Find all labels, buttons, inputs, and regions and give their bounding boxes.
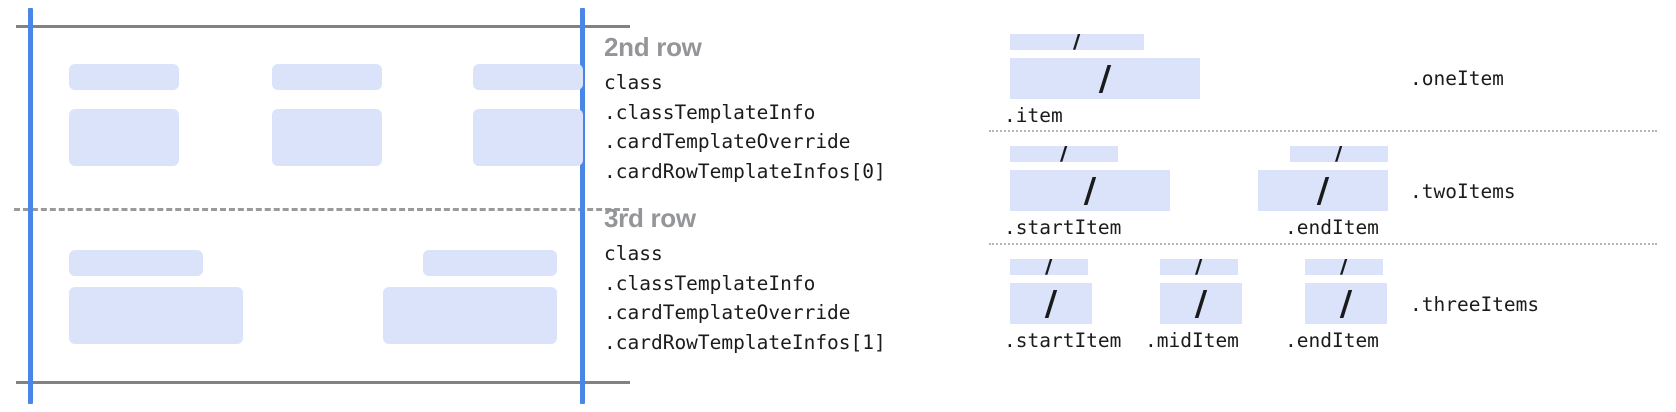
row-code-line: .classTemplateInfo bbox=[604, 100, 816, 124]
row-code-line: .classTemplateInfo bbox=[604, 271, 816, 295]
slash-icon: / bbox=[1072, 34, 1082, 50]
slash-icon: / bbox=[1083, 170, 1097, 211]
row-description-2nd: 2nd row class .classTemplateInfo .cardTe… bbox=[604, 32, 886, 186]
card-top-rule bbox=[16, 25, 630, 28]
variant-cell-label-bar: / bbox=[1010, 34, 1144, 50]
row-title: 2nd row bbox=[604, 32, 702, 62]
variant-cell-label-bar: / bbox=[1305, 259, 1383, 275]
variant-cell-label-bar: / bbox=[1010, 146, 1118, 162]
card-left-guide bbox=[28, 8, 33, 404]
placeholder-content-box bbox=[69, 287, 243, 344]
slash-icon: / bbox=[1044, 283, 1058, 324]
variant-cell-content-box: / bbox=[1160, 283, 1242, 324]
variant-name-label: .twoItems bbox=[1410, 180, 1516, 203]
variant-name-label: .threeItems bbox=[1410, 293, 1540, 316]
card-row-diagram bbox=[0, 0, 630, 412]
variant-cell-content-box: / bbox=[1010, 58, 1200, 99]
row-code-line: .cardRowTemplateInfos[0] bbox=[604, 159, 886, 183]
row-code-line: class bbox=[604, 71, 663, 94]
variant-separator bbox=[989, 243, 1657, 245]
placeholder-content-box bbox=[383, 287, 557, 344]
slash-icon: / bbox=[1194, 283, 1208, 324]
row-code-line: .cardRowTemplateInfos[1] bbox=[604, 330, 886, 354]
placeholder-content-box bbox=[272, 109, 382, 166]
variant-cell-label-bar: / bbox=[1290, 146, 1388, 162]
placeholder-label-bar bbox=[423, 250, 557, 276]
variant-cell-caption: .midItem bbox=[1145, 329, 1239, 352]
variant-cell-caption: .startItem bbox=[1004, 329, 1122, 352]
placeholder-content-box bbox=[473, 109, 583, 166]
row-code-line: .cardTemplateOverride bbox=[604, 301, 851, 324]
variant-cell-label-bar: / bbox=[1010, 259, 1088, 275]
row-variants-panel: / / .item .oneItem / / .startItem / / .e… bbox=[985, 0, 1676, 412]
row-code-line: class bbox=[604, 242, 663, 265]
row-code-line: .cardTemplateOverride bbox=[604, 130, 851, 153]
slash-icon: / bbox=[1334, 146, 1344, 162]
variant-cell-caption: .endItem bbox=[1285, 329, 1379, 352]
slash-icon: / bbox=[1059, 146, 1069, 162]
row-description-3rd: 3rd row class .classTemplateInfo .cardTe… bbox=[604, 203, 886, 357]
variant-cell-caption: .startItem bbox=[1004, 216, 1122, 239]
placeholder-label-bar bbox=[69, 64, 179, 90]
variant-cell-content-box: / bbox=[1010, 170, 1170, 211]
variant-cell-content-box: / bbox=[1258, 170, 1388, 211]
variant-separator bbox=[989, 130, 1657, 132]
placeholder-label-bar bbox=[69, 250, 203, 276]
placeholder-content-box bbox=[69, 109, 179, 166]
row-divider-dashed bbox=[14, 208, 629, 211]
slash-icon: / bbox=[1316, 170, 1330, 211]
slash-icon: / bbox=[1194, 259, 1204, 275]
placeholder-label-bar bbox=[473, 64, 583, 90]
slash-icon: / bbox=[1339, 283, 1353, 324]
variant-cell-label-bar: / bbox=[1160, 259, 1238, 275]
variant-cell-content-box: / bbox=[1010, 283, 1092, 324]
placeholder-label-bar bbox=[272, 64, 382, 90]
card-right-guide bbox=[580, 8, 585, 404]
variant-name-label: .oneItem bbox=[1410, 67, 1504, 90]
slash-icon: / bbox=[1098, 58, 1112, 99]
row-title: 3rd row bbox=[604, 203, 696, 233]
variant-cell-caption: .endItem bbox=[1285, 216, 1379, 239]
variant-cell-caption: .item bbox=[1004, 104, 1063, 127]
slash-icon: / bbox=[1339, 259, 1349, 275]
card-bottom-rule bbox=[16, 381, 630, 384]
slash-icon: / bbox=[1044, 259, 1054, 275]
variant-cell-content-box: / bbox=[1305, 283, 1387, 324]
